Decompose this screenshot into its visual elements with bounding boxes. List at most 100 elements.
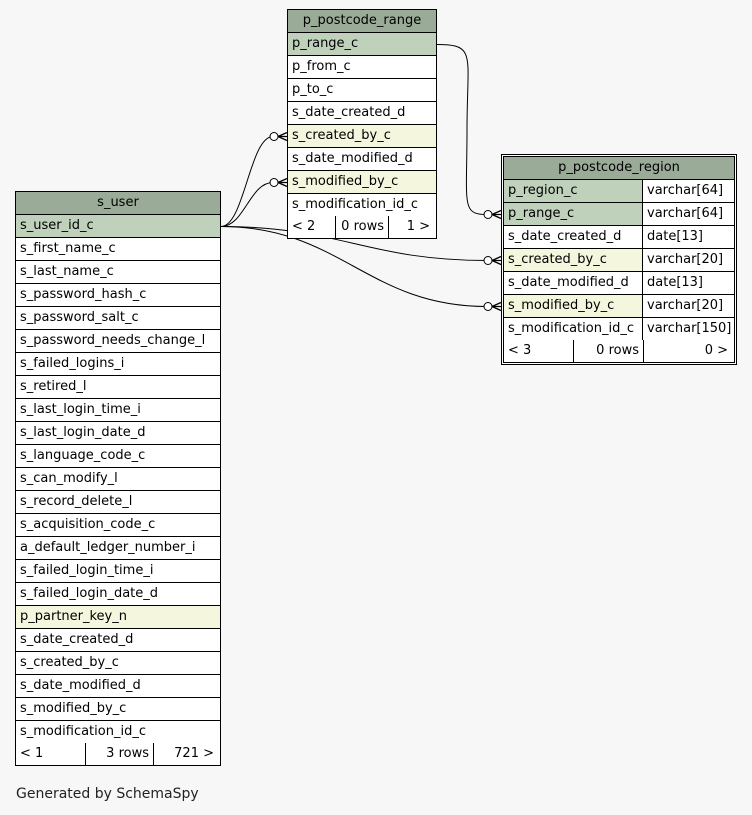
column-row[interactable]: s_first_name_c [16, 238, 220, 261]
table-title[interactable]: p_postcode_range [288, 10, 436, 33]
optional-circle-marker [269, 178, 279, 187]
column-type: varchar[20] [642, 295, 734, 317]
children-count[interactable]: 1 > [406, 219, 430, 234]
column-row[interactable]: s_password_salt_c [16, 307, 220, 330]
column-row[interactable]: s_language_code_c [16, 445, 220, 468]
column-row[interactable]: s_date_modified_d [16, 675, 220, 698]
crows-foot-marker [491, 255, 502, 266]
column-name: s_failed_logins_i [20, 356, 125, 371]
column-row[interactable]: p_to_c [288, 79, 436, 102]
column-name: s_date_created_d [508, 229, 622, 244]
column-name: s_password_needs_change_l [20, 333, 206, 348]
crows-foot-marker [277, 177, 288, 188]
column-row[interactable]: s_modification_id_c [16, 721, 220, 743]
column-name: s_date_modified_d [20, 678, 141, 693]
column-row[interactable]: s_acquisition_code_c [16, 514, 220, 537]
column-name: s_modified_by_c [20, 701, 127, 716]
column-name: s_last_name_c [20, 264, 114, 279]
column-row[interactable]: s_date_created_d [16, 629, 220, 652]
column-row[interactable]: s_record_delete_l [16, 491, 220, 514]
table-title[interactable]: s_user [16, 192, 220, 215]
column-row[interactable]: s_can_modify_l [16, 468, 220, 491]
column-name: p_to_c [292, 82, 334, 97]
column-row[interactable]: s_last_login_date_d [16, 422, 220, 445]
column-name: s_modification_id_c [508, 321, 634, 336]
column-name: s_modified_by_c [292, 174, 399, 189]
column-row[interactable]: s_modified_by_c [16, 698, 220, 721]
column-name: s_failed_login_date_d [20, 586, 159, 601]
column-name: s_acquisition_code_c [20, 517, 156, 532]
column-name: s_password_hash_c [20, 287, 147, 302]
column-row[interactable]: a_default_ledger_number_i [16, 537, 220, 560]
parents-count[interactable]: < 3 [504, 340, 574, 362]
row-count: 0 rows [574, 340, 644, 362]
crows-foot-marker [277, 131, 288, 142]
column-name: s_date_created_d [20, 632, 134, 647]
relationship-line [220, 226, 488, 307]
column-name: s_last_login_date_d [20, 425, 146, 440]
column-name: s_date_modified_d [508, 275, 629, 290]
column-name: s_created_by_c [20, 655, 119, 670]
column-name: s_modified_by_c [508, 298, 615, 313]
column-name: s_date_modified_d [292, 151, 413, 166]
column-row[interactable]: p_from_c [288, 56, 436, 79]
column-row[interactable]: s_retired_l [16, 376, 220, 399]
column-name: p_range_c [292, 36, 359, 51]
generated-by-credit: Generated by SchemaSpy [16, 786, 199, 802]
column-row[interactable]: s_modified_by_c varchar[20] [504, 295, 734, 318]
table-footer: < 2 0 rows 1 > [288, 216, 436, 238]
column-name: s_can_modify_l [20, 471, 118, 486]
column-type: date[13] [642, 226, 734, 248]
column-name: s_failed_login_time_i [20, 563, 154, 578]
column-name: a_default_ledger_number_i [20, 540, 196, 555]
column-row[interactable]: s_date_created_d [288, 102, 436, 125]
crows-foot-marker [491, 301, 502, 312]
table-p-postcode-range[interactable]: p_postcode_range p_range_c p_from_c p_to_c… [287, 9, 437, 239]
column-row[interactable]: s_date_modified_d [288, 148, 436, 171]
column-name: s_created_by_c [292, 128, 391, 143]
table-footer: < 1 3 rows 721 > [16, 743, 220, 765]
column-row[interactable]: s_failed_login_time_i [16, 560, 220, 583]
column-type: varchar[150] [642, 318, 734, 340]
column-row[interactable]: s_user_id_c [16, 215, 220, 238]
column-row[interactable]: s_failed_login_date_d [16, 583, 220, 606]
optional-circle-marker [483, 256, 493, 265]
column-row[interactable]: s_last_login_time_i [16, 399, 220, 422]
column-row[interactable]: s_last_name_c [16, 261, 220, 284]
column-name: p_from_c [292, 59, 351, 74]
optional-circle-marker [269, 132, 279, 141]
column-row[interactable]: s_password_hash_c [16, 284, 220, 307]
column-row[interactable]: s_modification_id_c [288, 194, 436, 216]
column-name: s_date_created_d [292, 105, 406, 120]
optional-circle-marker [483, 210, 493, 219]
column-row[interactable]: s_date_modified_d date[13] [504, 272, 734, 295]
column-row[interactable]: s_failed_logins_i [16, 353, 220, 376]
parents-count[interactable]: < 1 [16, 743, 86, 765]
column-name: s_record_delete_l [20, 494, 133, 509]
column-type: varchar[64] [642, 180, 734, 202]
column-row[interactable]: s_password_needs_change_l [16, 330, 220, 353]
column-name: s_language_code_c [20, 448, 146, 463]
column-row[interactable]: s_modification_id_c varchar[150] [504, 318, 734, 340]
column-row[interactable]: p_range_c [288, 33, 436, 56]
children-count[interactable]: 0 > [704, 343, 728, 358]
children-count[interactable]: 721 > [174, 746, 214, 761]
column-row[interactable]: p_partner_key_n [16, 606, 220, 629]
table-title[interactable]: p_postcode_region [504, 157, 734, 180]
column-row[interactable]: s_created_by_c [288, 125, 436, 148]
column-row[interactable]: s_date_created_d date[13] [504, 226, 734, 249]
table-footer: < 3 0 rows 0 > [504, 340, 734, 362]
column-type: date[13] [642, 272, 734, 294]
column-name: p_range_c [508, 206, 575, 221]
column-row[interactable]: s_modified_by_c [288, 171, 436, 194]
parents-count[interactable]: < 2 [288, 216, 336, 238]
optional-circle-marker [483, 302, 493, 311]
column-row[interactable]: s_created_by_c [16, 652, 220, 675]
